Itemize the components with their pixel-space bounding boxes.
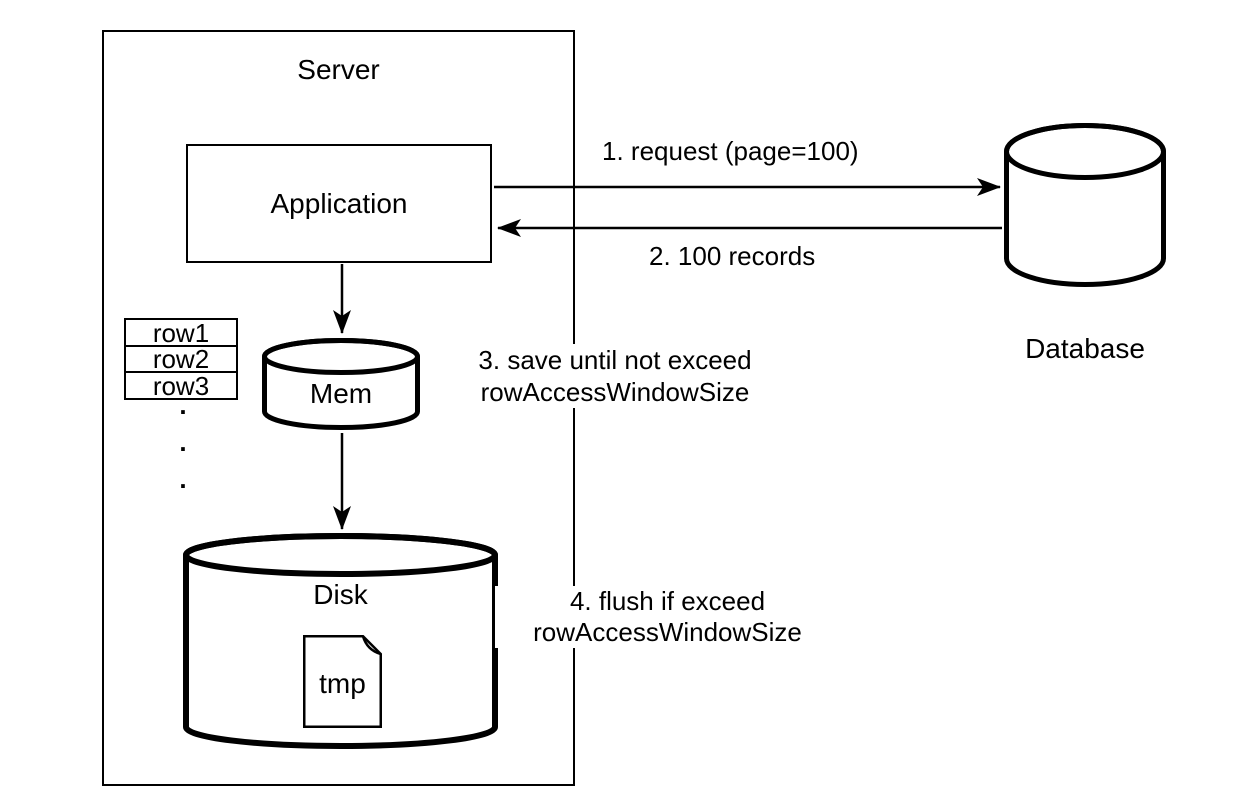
- table-row: row3: [124, 371, 238, 400]
- step4-flush-label: 4. flush if exceed rowAccessWindowSize: [495, 586, 840, 648]
- mem-cylinder-shape: [262, 338, 420, 430]
- step4-line2: rowAccessWindowSize: [533, 617, 802, 647]
- row-buffer-table: row1 row2 row3: [124, 318, 238, 400]
- server-label: Server: [297, 54, 380, 85]
- ellipsis-dot: .: [179, 464, 187, 494]
- database-cylinder-shape: [1004, 123, 1166, 287]
- tmp-file-label: tmp: [319, 668, 366, 699]
- step1-request-label: 1. request (page=100): [602, 136, 859, 166]
- database-label: Database: [1025, 333, 1145, 364]
- application-node: Application: [186, 144, 492, 263]
- server-container-box: [102, 30, 575, 786]
- step3-save-label: 3. save until not exceed rowAccessWindow…: [440, 344, 790, 408]
- table-row: row1: [124, 318, 238, 347]
- tmp-file-icon: [303, 635, 382, 728]
- ellipsis-dot: .: [179, 427, 187, 457]
- ellipsis-dot: .: [179, 390, 187, 420]
- step3-line2: rowAccessWindowSize: [480, 377, 750, 407]
- table-row: row2: [124, 344, 238, 374]
- mem-label: Mem: [309, 378, 373, 409]
- step2-records-label: 2. 100 records: [649, 241, 816, 271]
- step4-line1: 4. flush if exceed: [569, 586, 766, 616]
- step3-line1: 3. save until not exceed: [478, 345, 752, 375]
- application-label: Application: [270, 187, 408, 219]
- disk-label: Disk: [313, 579, 368, 610]
